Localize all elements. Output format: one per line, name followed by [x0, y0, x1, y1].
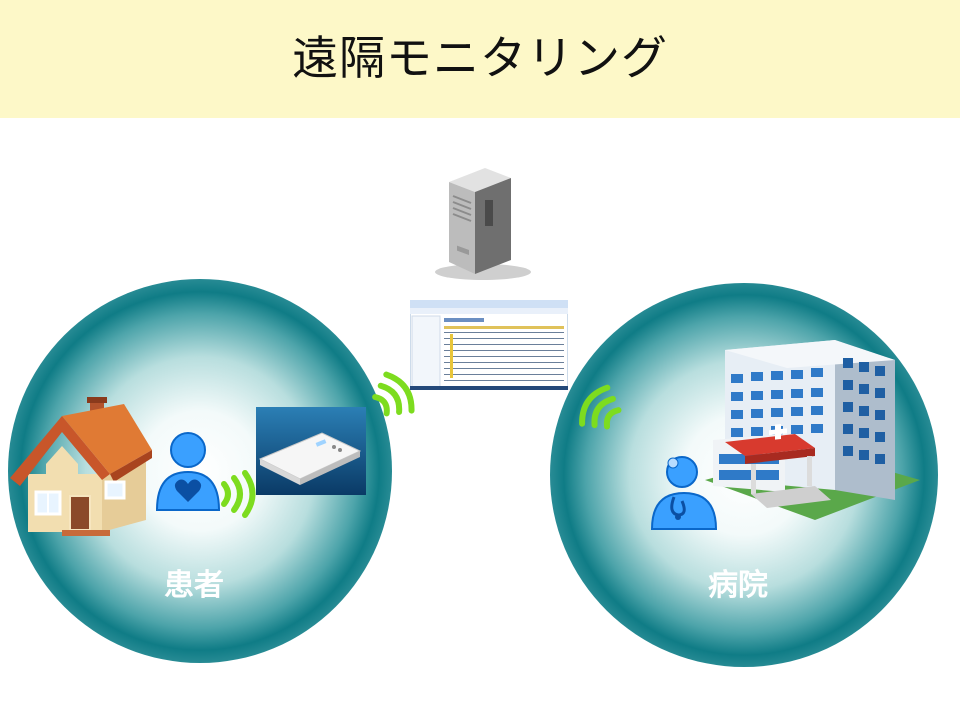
- patient-label: 患者: [164, 568, 224, 603]
- hospital-building-icon: [705, 340, 920, 520]
- mobile-router-icon: [256, 407, 366, 495]
- monitoring-screen-icon: [410, 300, 568, 390]
- page-title: 遠隔モニタリング: [292, 31, 668, 85]
- signal-waves-icon: [579, 384, 622, 430]
- hospital-label: 病院: [708, 568, 768, 603]
- server-icon: [435, 168, 531, 280]
- house-icon: [10, 397, 152, 536]
- patient-person-icon: [155, 432, 221, 511]
- signal-waves-icon: [221, 470, 256, 518]
- title-banner: [0, 0, 960, 118]
- signal-waves-icon: [372, 371, 415, 417]
- doctor-person-icon: [650, 456, 718, 530]
